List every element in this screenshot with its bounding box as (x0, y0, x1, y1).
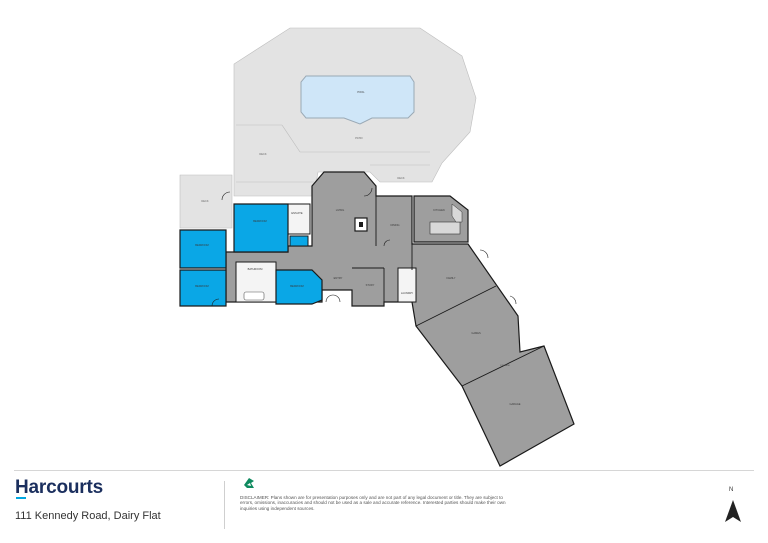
floor-plan: POOL PATIO DECK DECK DECK LIVING DINING … (179, 27, 575, 467)
brand-underline (16, 497, 26, 499)
linen-cupboard (289, 235, 309, 247)
laundry-area (397, 267, 417, 303)
label-games: GAMES (471, 331, 481, 335)
footer-vertical-divider (224, 481, 225, 529)
deck-west-area (179, 174, 233, 229)
label-patio: PATIO (355, 136, 362, 140)
label-entry: ENTRY (334, 276, 343, 280)
label-deck-west: DECK (201, 199, 208, 203)
bedroom-4-area (275, 269, 323, 305)
footer-divider (14, 470, 754, 471)
kitchen-island (429, 221, 461, 235)
label-bedroom-1: BEDROOM (253, 219, 266, 223)
pool-shape (300, 75, 415, 125)
brand-logo: Harcourts (15, 477, 103, 498)
north-label: N (729, 487, 734, 493)
property-address: 111 Kennedy Road, Dairy Flat (15, 510, 161, 522)
label-deck: DECK (259, 152, 266, 156)
ensuite-area (287, 203, 311, 235)
north-arrow-icon (725, 500, 741, 522)
label-laundry: LAUNDRY (401, 291, 414, 295)
bedroom-2-area (179, 229, 227, 269)
label-family: FAMILY (446, 276, 455, 280)
label-living: LIVING (336, 208, 345, 212)
label-pool: POOL (357, 90, 365, 94)
bedroom-3-area (179, 269, 227, 307)
label-study: STUDY (366, 283, 375, 287)
label-bathroom: BATHROOM (248, 267, 263, 271)
label-garage: GARAGE (509, 402, 520, 406)
label-kitchen: KITCHEN (433, 208, 445, 212)
bedroom-1-area (233, 203, 289, 253)
label-storage: STORAGE (500, 364, 510, 367)
disclaimer-text: DISCLAIMER: Plans shown are for presenta… (240, 495, 506, 511)
label-ensuite: ENSUITE (291, 211, 303, 215)
label-bedroom-2: BEDROOM (195, 243, 208, 247)
label-deck-east: DECK (397, 176, 404, 180)
leaf-logo-icon (244, 478, 254, 488)
label-bedroom-3: BEDROOM (195, 284, 208, 288)
label-bedroom-4: BEDROOM (290, 284, 303, 288)
bathtub (243, 291, 265, 301)
label-dining: DINING (390, 223, 399, 227)
kitchen-bench (451, 203, 463, 223)
